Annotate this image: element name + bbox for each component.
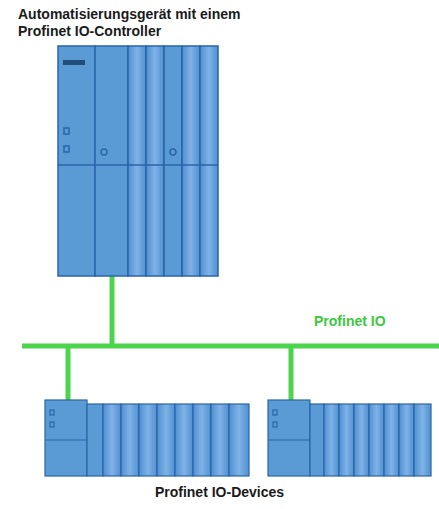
io-device bbox=[45, 400, 249, 476]
io-device bbox=[268, 400, 431, 476]
profinet-bus bbox=[22, 276, 439, 400]
plc-rack bbox=[58, 46, 218, 276]
diagram-title: Automatisierungsgerät mit einem Profinet… bbox=[18, 6, 268, 40]
devices-label: Profinet IO-Devices bbox=[0, 484, 439, 501]
bus-label: Profinet IO bbox=[314, 313, 386, 330]
